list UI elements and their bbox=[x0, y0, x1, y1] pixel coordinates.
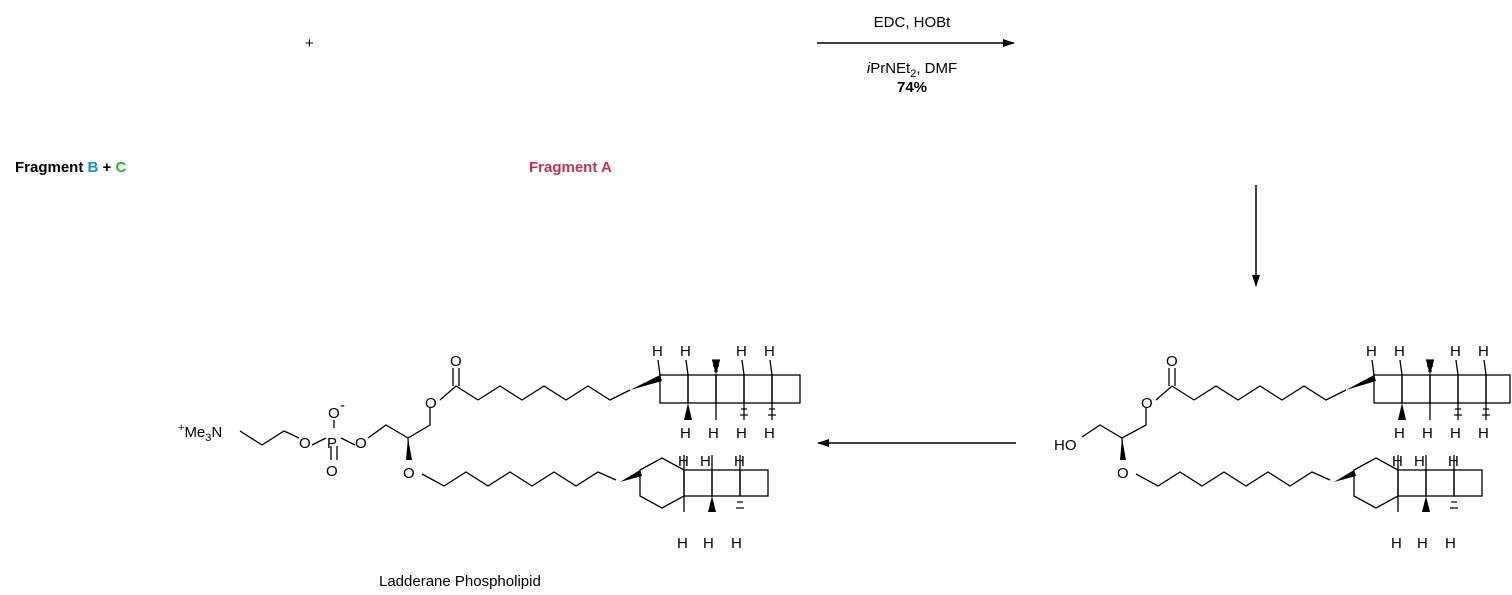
fragment-c-label: C bbox=[115, 159, 126, 176]
product-hash-bonds bbox=[712, 359, 776, 509]
reagents-top: EDC, HOBt bbox=[874, 14, 952, 31]
phosphate-o-double: O bbox=[326, 463, 338, 480]
phosphate-o-minus: O bbox=[328, 405, 340, 422]
svg-text:H: H bbox=[680, 343, 691, 360]
phosphate-minus: - bbox=[340, 397, 345, 414]
svg-text:H: H bbox=[1422, 425, 1433, 442]
svg-text:H: H bbox=[1366, 343, 1377, 360]
intermediate-stereo-bonds bbox=[1120, 360, 1434, 512]
svg-text:H: H bbox=[677, 535, 688, 552]
phosphate-p: P bbox=[327, 435, 337, 452]
svg-text:H: H bbox=[1478, 343, 1489, 360]
plus-sign: + bbox=[305, 35, 314, 52]
svg-text:H: H bbox=[1478, 425, 1489, 442]
svg-text:H: H bbox=[1450, 343, 1461, 360]
svg-text:H: H bbox=[1394, 425, 1405, 442]
ester-o: O bbox=[425, 395, 437, 412]
trimethylammonium-label: +Me3N bbox=[178, 422, 222, 444]
ether-o: O bbox=[403, 465, 415, 482]
svg-text:H: H bbox=[1445, 535, 1456, 552]
svg-text:H: H bbox=[1450, 425, 1461, 442]
fragment-bc-label: Fragment B + C bbox=[15, 159, 126, 176]
fragment-a-label: Fragment A bbox=[529, 159, 612, 176]
ladderane-phospholipid-structure bbox=[239, 359, 801, 512]
intermediate-carbonyl-o: O bbox=[1166, 353, 1178, 370]
svg-text:H: H bbox=[700, 453, 711, 470]
product-hydrogens: H H H H H H H H H H H H H H bbox=[652, 343, 775, 552]
svg-text:H: H bbox=[703, 535, 714, 552]
svg-text:H: H bbox=[652, 343, 663, 360]
fragment-b-label: B bbox=[88, 159, 99, 176]
hydroxyl-label: HO bbox=[1054, 437, 1077, 454]
product-stereo-bonds bbox=[406, 360, 720, 512]
svg-text:H: H bbox=[680, 425, 691, 442]
phosphate-o-1: O bbox=[299, 435, 311, 452]
svg-text:H: H bbox=[678, 453, 689, 470]
svg-text:H: H bbox=[1392, 453, 1403, 470]
svg-text:H: H bbox=[736, 343, 747, 360]
intermediate-structure bbox=[1081, 359, 1511, 512]
fragment-plus: + bbox=[98, 159, 115, 176]
svg-text:H: H bbox=[736, 425, 747, 442]
svg-text:H: H bbox=[731, 535, 742, 552]
intermediate-hydrogens: H H H H H H H H H H H H H H bbox=[1366, 343, 1489, 552]
svg-text:H: H bbox=[764, 343, 775, 360]
svg-text:H: H bbox=[708, 425, 719, 442]
intermediate-ester-o: O bbox=[1141, 395, 1153, 412]
svg-text:H: H bbox=[764, 425, 775, 442]
phosphate-o-2: O bbox=[355, 435, 367, 452]
svg-text:H: H bbox=[1391, 535, 1402, 552]
svg-text:H: H bbox=[1417, 535, 1428, 552]
svg-text:H: H bbox=[1394, 343, 1405, 360]
intermediate-ether-o: O bbox=[1117, 465, 1129, 482]
svg-text:H: H bbox=[1414, 453, 1425, 470]
product-name: Ladderane Phospholipid bbox=[379, 573, 541, 590]
svg-text:H: H bbox=[1448, 453, 1459, 470]
reagents-bottom: iPrNEt2, DMF bbox=[867, 60, 957, 80]
yield-label: 74% bbox=[897, 79, 927, 96]
intermediate-hash-bonds bbox=[1426, 359, 1490, 509]
fragment-label-prefix: Fragment bbox=[15, 159, 88, 176]
svg-text:H: H bbox=[734, 453, 745, 470]
carbonyl-o: O bbox=[450, 353, 462, 370]
